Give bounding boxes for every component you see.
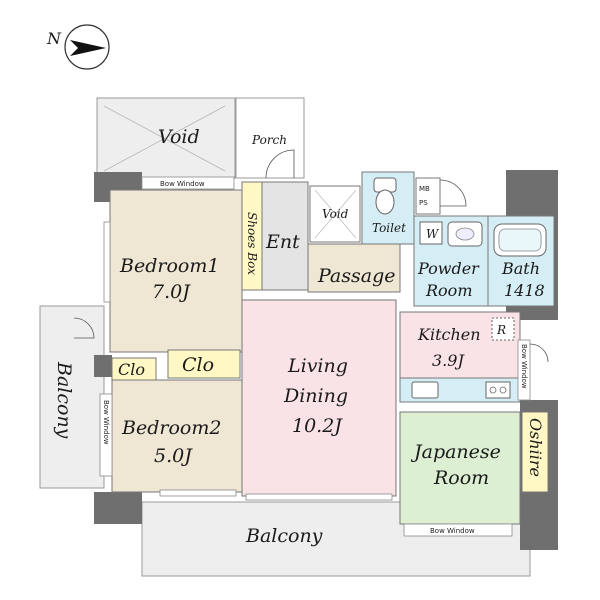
bath-size-label: 1418 [504,281,545,300]
bedroom2-size: 5.0J [154,445,193,467]
passage-floor [307,243,401,293]
door-balcony-left [73,317,95,339]
closet-2-label: Clo [182,354,214,376]
powder-room-label-2: Room [425,281,472,300]
bedroom2-label: Bedroom2 [121,417,221,439]
porch-area [235,97,305,179]
void-small-hatch [314,189,357,239]
balcony-left-area [39,305,105,489]
japanese-room-label-2: Room [433,467,489,489]
bow-window-bedroom1-label: Bow Window [160,180,205,188]
bathtub-inner [498,228,542,252]
fridge-box [491,317,515,341]
entrance-label: Ent [265,231,300,253]
windows [99,176,531,537]
kitchen-size: 3.9J [432,351,465,370]
door-kitchen-right [529,343,549,363]
passage-label: Passage [317,265,396,287]
void-top-label: Void [158,126,200,148]
bow-window-japanese-label: Bow Window [430,527,475,535]
compass: N [46,24,110,70]
kitchen-sink-icon [411,381,439,399]
japanese-room-floor [399,411,521,525]
window-bedroom1-left [103,221,111,303]
window-bedroom2-bottom [159,489,237,497]
oshiire-label: Oshiire [526,418,545,477]
living-size: 10.2J [292,415,343,437]
stove-burner [499,386,507,394]
r-label: R [496,323,506,337]
door-mbps [439,179,467,207]
porch-label: Porch [251,133,287,147]
closet-1-label: Clo [118,360,145,379]
shoes-box-label: Shoes Box [245,212,259,275]
rooms [109,171,555,525]
void-top-hatch [103,105,226,172]
wall-block [94,492,142,524]
sink-basin [455,227,475,241]
entrance-floor [261,181,309,291]
living-dining-floor [241,299,397,497]
door-porch [265,149,295,179]
stove-burner [489,386,497,394]
bath-label: Bath [501,259,540,278]
bow-window-bedroom2 [99,393,113,477]
w-label: W [426,227,440,241]
compass-needle [70,40,106,56]
japanese-room-label-1: Japanese [410,441,501,463]
powder-room-label-1: Powder [417,259,480,278]
bow-window-kitchen [517,339,531,401]
kitchen-label: Kitchen [417,325,481,344]
bow-window-bedroom1 [141,176,235,190]
stove-icon [485,381,511,399]
window-living-bottom [245,493,393,501]
wall-block [94,355,112,377]
living-label-1: Living [287,355,348,377]
ps-label: PS [419,199,428,207]
closet-1-area [111,357,157,381]
compass-label: N [46,29,62,48]
bow-window-kitchen-label: Bow Window [520,344,528,389]
closet-2-area [167,349,241,379]
toilet-label: Toilet [372,221,406,235]
living-label-2: Dining [283,385,348,407]
bedroom2-floor [111,379,243,493]
bow-window-japanese [403,523,513,537]
toilet-bowl [375,189,395,215]
mb-ps-area [415,177,441,215]
void-small-label: Void [322,207,349,221]
doors [73,149,549,363]
bedroom1-label: Bedroom1 [119,255,219,277]
mb-label: MB [419,185,430,193]
bedroom1-size: 7.0J [152,281,191,303]
oshiire-area [521,411,549,493]
balcony-bottom-label: Balcony [245,525,323,547]
bow-window-bedroom2-label: Bow Window [102,400,110,445]
balcony-left-label: Balcony [53,361,75,439]
labels: Void Porch Bow Window Shoes Box Ent Void… [53,126,545,547]
fixtures [373,177,547,399]
washer-box [419,221,443,245]
